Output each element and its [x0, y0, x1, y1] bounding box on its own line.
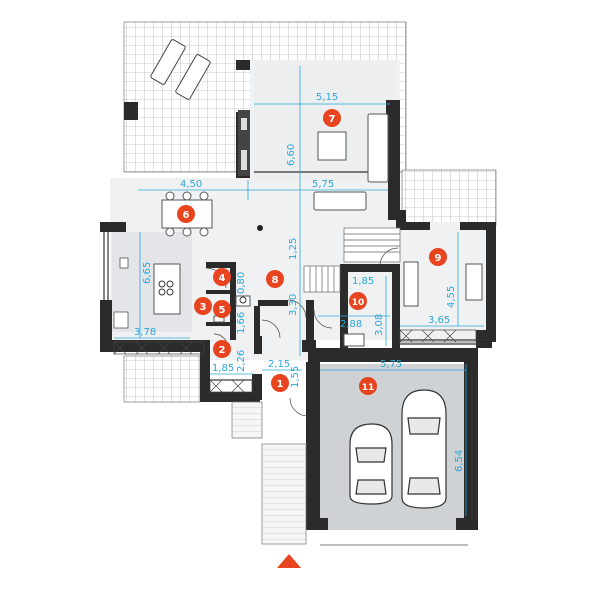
room-marker-11: 11: [359, 377, 377, 395]
dimension-labels: 5,15 6,60 4,50 5,75 1,25 6,65 3,78 0,80 …: [134, 92, 465, 472]
kitchen-units: [113, 257, 181, 329]
column-dot: [257, 225, 263, 231]
sun-lounger-icon: [150, 39, 211, 100]
room-label-6: 6: [183, 210, 190, 221]
room-marker-3: 3: [194, 297, 212, 315]
room-marker-8: 8: [266, 270, 284, 288]
room-label-7: 7: [329, 114, 336, 125]
room-marker-1: 1: [271, 374, 289, 392]
dim-kitchen-depth: 6,65: [142, 262, 153, 284]
rear-kitchen-column: [238, 110, 250, 176]
room-marker-10: 10: [349, 292, 367, 310]
doors: [205, 247, 399, 417]
car-icon-right: [401, 389, 447, 509]
staircase: [303, 227, 401, 293]
dim-living-width: 5,15: [316, 92, 338, 103]
dim-living-depth: 6,60: [286, 144, 297, 166]
room-label-3: 3: [200, 302, 207, 313]
windows: [103, 171, 486, 520]
dim-stair-gap: 1,25: [288, 238, 299, 260]
window-hatch: [113, 329, 477, 393]
utility-fixtures: [343, 333, 365, 347]
dim-hall-depth: 3,30: [288, 294, 299, 316]
dim-utility-width: 2,88: [340, 319, 362, 330]
dim-study-width: 3,65: [428, 315, 450, 326]
room-marker-9: 9: [429, 248, 447, 266]
dim-boiler-depth: 2,26: [236, 350, 247, 372]
study-furniture: [403, 261, 483, 307]
entrance-arrow-icon: [277, 554, 301, 568]
dim-wc-depth: 1,66: [236, 312, 247, 334]
dim-garage-depth: 6,54: [454, 450, 465, 472]
room-marker-5: 5: [213, 300, 231, 318]
living-furniture: [313, 113, 389, 211]
dim-dining-width: 4,50: [180, 179, 202, 190]
entrance-path: [231, 401, 307, 545]
room-marker-6: 6: [177, 205, 195, 223]
car-icon-left: [349, 423, 393, 505]
dim-entry-width: 2,15: [268, 359, 290, 370]
room-marker-7: 7: [323, 109, 341, 127]
dim-closet-depth: 0,80: [236, 272, 247, 294]
dim-utility-depth: 3,08: [374, 314, 385, 336]
front-terrace: [123, 355, 201, 403]
side-terrace: [401, 169, 497, 226]
room-marker-2: 2: [213, 340, 231, 358]
room-label-5: 5: [219, 305, 226, 316]
dimension-lines: [114, 66, 484, 516]
room-label-4: 4: [219, 273, 226, 284]
room-marker-4: 4: [213, 268, 231, 286]
room-label-10: 10: [352, 298, 365, 308]
room-label-2: 2: [219, 345, 226, 356]
room-label-8: 8: [272, 275, 279, 286]
room-label-11: 11: [362, 383, 375, 393]
dim-small-depth: 1,85: [352, 276, 374, 287]
room-label-9: 9: [435, 253, 442, 264]
room-markers: 1 2 3 4 5 6 7 8: [177, 109, 447, 395]
dim-entry-depth: 1,55: [290, 366, 301, 388]
dim-study-depth: 4,55: [446, 286, 457, 308]
dim-kitchen-width: 3,78: [134, 327, 156, 338]
dim-hall-width: 5,75: [312, 179, 334, 190]
walls: [100, 60, 496, 530]
room-label-1: 1: [277, 379, 284, 390]
dim-garage-width: 5,75: [380, 359, 402, 370]
dim-vestibule-width: 1,85: [212, 363, 234, 374]
